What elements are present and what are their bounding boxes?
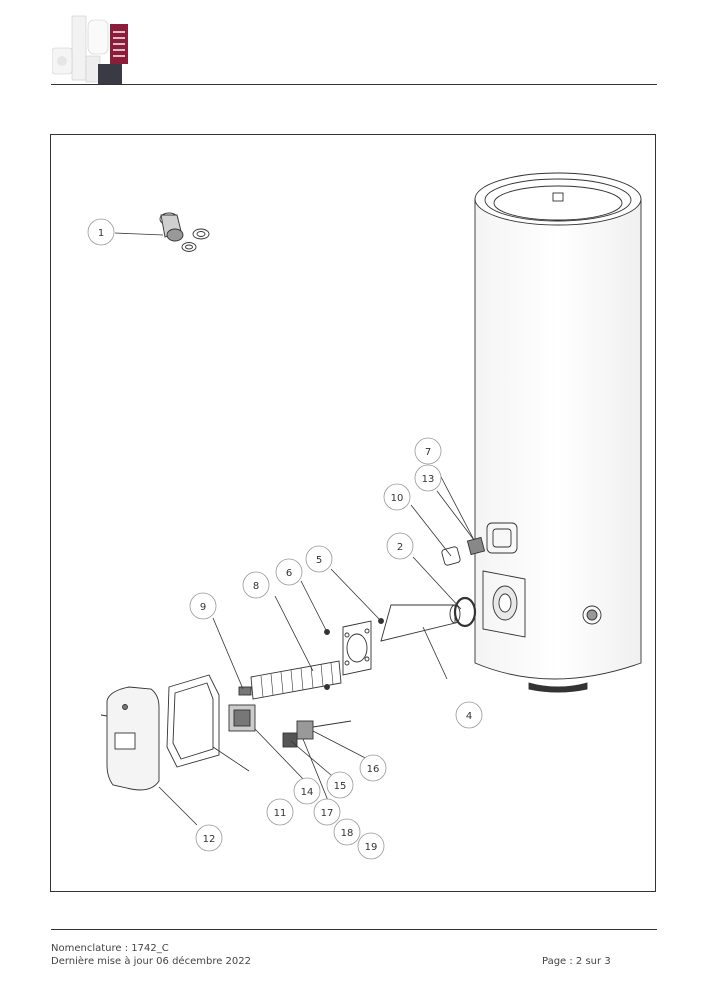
svg-text:12: 12 (203, 834, 216, 845)
svg-text:6: 6 (286, 568, 292, 579)
svg-text:7: 7 (425, 447, 431, 458)
callout-14: 14 (293, 777, 321, 805)
callout-18: 18 (333, 818, 361, 846)
callout-17: 17 (313, 798, 341, 826)
callout-4: 4 (455, 701, 483, 729)
svg-text:19: 19 (365, 842, 378, 853)
callout-11: 11 (266, 798, 294, 826)
callout-9: 9 (189, 592, 217, 620)
callout-19: 19 (357, 832, 385, 860)
brand-logo (52, 15, 128, 84)
part-1-fitting (159, 212, 210, 252)
callout-5: 5 (305, 545, 333, 573)
nomenclature-reference: Nomenclature : 1742_C (51, 943, 169, 954)
page-number: Page : 2 sur 3 (542, 956, 611, 967)
last-updated: Dernière mise à jour 06 décembre 2022 (51, 956, 251, 967)
control-components (228, 704, 352, 748)
callout-16: 16 (359, 754, 387, 782)
svg-text:9: 9 (200, 602, 206, 613)
svg-text:4: 4 (466, 711, 472, 722)
svg-text:1: 1 (98, 228, 104, 239)
exploded-view-diagram: 1 2 4 5 6 7 8 (87, 172, 642, 860)
svg-text:18: 18 (341, 828, 354, 839)
callout-1: 1 (87, 218, 115, 246)
callout-12: 12 (195, 824, 223, 852)
callout-7: 7 (414, 437, 442, 465)
footer-rule (51, 929, 657, 930)
exploded-view-frame: 1 2 4 5 6 7 8 (50, 134, 656, 892)
svg-text:11: 11 (274, 808, 287, 819)
leader-lines (114, 232, 475, 826)
heating-assembly (238, 536, 486, 700)
callout-6: 6 (275, 558, 303, 586)
housing (100, 674, 220, 791)
water-heater-tank (474, 172, 642, 693)
callout-8: 8 (242, 571, 270, 599)
svg-text:5: 5 (316, 555, 322, 566)
svg-text:16: 16 (367, 764, 380, 775)
svg-text:10: 10 (391, 493, 404, 504)
callout-10: 10 (383, 483, 411, 511)
header-rule (51, 84, 657, 85)
svg-text:14: 14 (301, 787, 314, 798)
svg-text:13: 13 (422, 474, 435, 485)
svg-text:8: 8 (253, 581, 259, 592)
callout-13: 13 (414, 464, 442, 492)
svg-text:17: 17 (321, 808, 334, 819)
callout-2: 2 (386, 532, 414, 560)
callouts: 1 2 4 5 6 7 8 (87, 218, 483, 860)
svg-text:2: 2 (397, 542, 403, 553)
callout-15: 15 (326, 771, 354, 799)
svg-text:15: 15 (334, 781, 347, 792)
